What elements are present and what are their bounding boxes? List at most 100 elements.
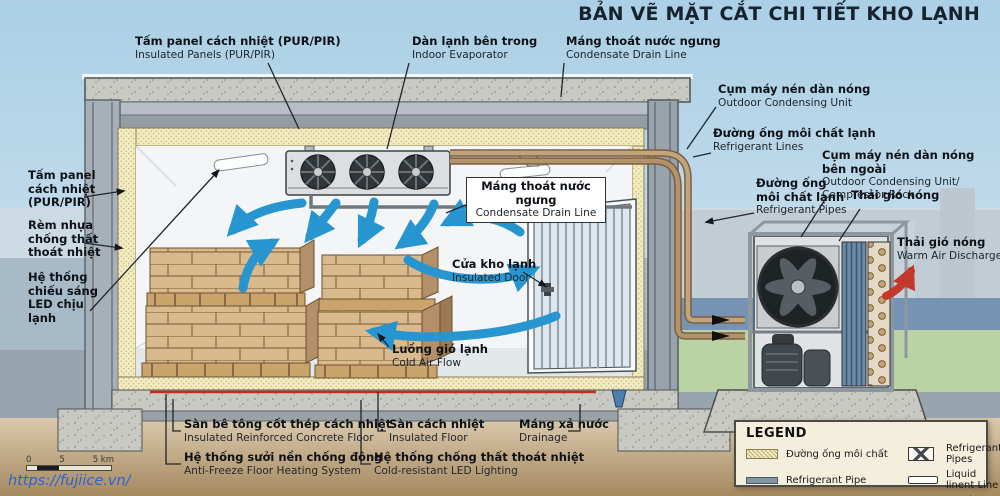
evaporator-fan-3	[398, 154, 434, 190]
label-warm-air-discharge: Thải gió nóng Warm Air Discharge	[897, 235, 1000, 262]
refrigerant-pipes	[450, 149, 745, 341]
label-vi: Đường ống môi chất lạnh	[713, 126, 876, 140]
label-en: Outdoor Condensing Unit/ Compressor Rack	[822, 176, 960, 201]
legend-box: LEGEND Đường ống môi chất Refrigerant Pi…	[734, 420, 1000, 496]
pallet-stack-left	[141, 239, 321, 378]
label-en: Cold Air Flow	[392, 356, 462, 369]
page-title: BẢN VẼ MẶT CẮT CHI TIẾT KHO LẠNH	[578, 3, 980, 25]
label-vi: Sàn cách nhiệt	[389, 417, 485, 431]
label-en: Outdoor Condensing Unit	[718, 96, 852, 109]
compressors	[761, 334, 831, 387]
label-insulated-panels-top: Tấm panel cách nhiệt (PUR/PIR) Insulated…	[135, 34, 367, 61]
label-condensate-drain-inner: Máng thoát nước ngưng Condensate Drain L…	[466, 177, 606, 223]
label-vi: Hệ thống chiếu sáng LED chịu lạnh	[28, 270, 98, 325]
label-vi: Cụm máy nén dàn nóng	[718, 82, 871, 96]
footing-left	[57, 408, 143, 452]
label-en: Insulated Door	[452, 271, 530, 284]
warm-air-arrow	[882, 264, 915, 300]
label-refrigerant-pipes-right: Đường ống môi chất lạnh Refrigerant Pipe…	[756, 176, 866, 217]
label-en: Cold-resistant LED Lighting	[374, 464, 518, 477]
label-vi: Thải gió nóng	[851, 188, 940, 202]
label-vi: Máng thoát nước ngưng	[481, 179, 591, 207]
label-en: Condensate Drain Line	[566, 48, 687, 61]
label-vi: Hệ thống chống thất thoát nhiệt	[374, 450, 585, 464]
roof-edge-highlight	[82, 74, 693, 79]
label-en: Insulated Floor	[389, 431, 468, 444]
roof-steel-beam-web	[99, 114, 677, 130]
legend-white-line-icon	[908, 476, 938, 484]
label-en: Insulated Reinforced Concrete Floor	[184, 431, 374, 444]
label-indoor-evaporator: Dàn lạnh bên trong Indoor Evaporator	[412, 34, 562, 61]
evaporator-fan-1	[300, 154, 336, 190]
label-led-lighting-bottom: Hệ thống chống thất thoát nhiệt Cold-res…	[374, 450, 614, 477]
legend-label: Refrigerant Pipes	[946, 443, 1000, 465]
led-light-1	[213, 153, 269, 172]
label-vi: Máng thoát nước ngưng	[566, 34, 721, 48]
legend-label: Liquid linent Line	[946, 469, 999, 491]
steel-column-left	[84, 99, 121, 437]
pipe-flow-arrow	[712, 315, 730, 325]
label-vi: Máng xả nước	[519, 417, 609, 431]
scale-tick: 0	[26, 455, 32, 465]
label-vi: Đường ống môi chất lạnh	[756, 176, 845, 204]
label-vi: Thải gió nóng	[897, 235, 986, 249]
wall-insulation-left	[117, 127, 137, 391]
label-en: Refrigerant Pipes	[756, 204, 847, 217]
roof-concrete-slab	[84, 77, 691, 103]
scale-tick: 5	[59, 455, 65, 465]
pipe-flow-arrow	[712, 331, 730, 341]
legend-crosshatch-box-icon	[908, 447, 934, 461]
label-compressor-rack: Cụm máy nén dàn nóng bên ngoài Outdoor C…	[822, 148, 994, 201]
condenser-coil	[841, 241, 867, 387]
label-vi: Dàn lạnh bên trong	[412, 34, 538, 48]
label-cold-air-flow: Luồng gió lạnh Cold Air Flow	[392, 342, 502, 369]
label-en: Insulated Panels (PUR/PIR)	[135, 48, 275, 61]
scale-bar-track	[26, 465, 112, 471]
label-vi: Cửa kho lạnh	[452, 257, 537, 271]
insulated-door	[527, 198, 637, 374]
watermark-link[interactable]: https://fujiice.vn/	[8, 473, 131, 489]
roof-steel-beam	[99, 101, 677, 116]
label-vi: Tấm panel cách nhiệt (PUR/PIR)	[135, 34, 341, 48]
label-en: Indoor Evaporator	[412, 48, 508, 61]
label-en: Drainage	[519, 431, 568, 444]
label-vi: Rèm nhựa chống thất thoát nhiệt	[28, 218, 101, 260]
label-en: Warm Air Discharge	[897, 249, 1000, 262]
drain-funnel	[611, 389, 627, 408]
legend-label: Refrigerant Pipe	[786, 474, 867, 486]
legend-title: LEGEND	[746, 426, 807, 441]
scale-bar: 0 5 5 km	[26, 455, 114, 471]
label-drainage: Máng xả nước Drainage	[519, 417, 629, 444]
label-vi: Hệ thống sưởi nền chống đông	[184, 450, 383, 464]
label-insulated-floor: Sàn cách nhiệt Insulated Floor	[389, 417, 509, 444]
label-vi: Sàn bê tông cốt thép cách nhiệt	[184, 417, 392, 431]
scale-tick: 5 km	[92, 455, 114, 465]
label-en: Condensate Drain Line	[475, 207, 597, 220]
label-plastic-curtain: Rèm nhựa chống thất thoát nhiệt	[28, 218, 112, 260]
scale-bar-segment	[37, 466, 59, 470]
label-refrigerant-lines: Đường ống môi chất lạnh Refrigerant Line…	[713, 126, 903, 153]
label-insulated-panel-left: Tấm panel cách nhiệt (PUR/PIR)	[28, 168, 112, 210]
ceiling-insulation	[117, 127, 645, 147]
label-insulated-door: Cửa kho lạnh Insulated Door	[452, 257, 562, 284]
legend-hatch-yellow-swatch	[746, 449, 778, 459]
evaporator-fan-2	[349, 154, 385, 190]
led-light-2	[499, 164, 551, 180]
label-outdoor-condensing-unit: Cụm máy nén dàn nóng Outdoor Condensing …	[718, 82, 908, 109]
label-concrete-floor: Sàn bê tông cốt thép cách nhiệt Insulate…	[184, 417, 424, 444]
legend-gray-pipe-swatch	[746, 476, 778, 484]
label-en: Anti-Freeze Floor Heating System	[184, 464, 361, 477]
pallet-stack-right	[314, 246, 453, 379]
label-vi: Cụm máy nén dàn nóng bên ngoài	[822, 148, 975, 176]
legend-label: Đường ống môi chất	[786, 448, 888, 460]
label-led-lighting-left: Hệ thống chiếu sáng LED chịu lạnh	[28, 270, 112, 325]
outdoor-fan	[757, 246, 839, 328]
label-warm-air-vi: Thải gió nóng	[851, 188, 961, 203]
label-en: Refrigerant Lines	[713, 140, 804, 153]
label-vi: Tấm panel cách nhiệt (PUR/PIR)	[28, 168, 96, 210]
label-vi: Luồng gió lạnh	[392, 342, 488, 356]
leader-lines	[83, 62, 861, 465]
label-floor-heating: Hệ thống sưởi nền chống đông Anti-Freeze…	[184, 450, 424, 477]
